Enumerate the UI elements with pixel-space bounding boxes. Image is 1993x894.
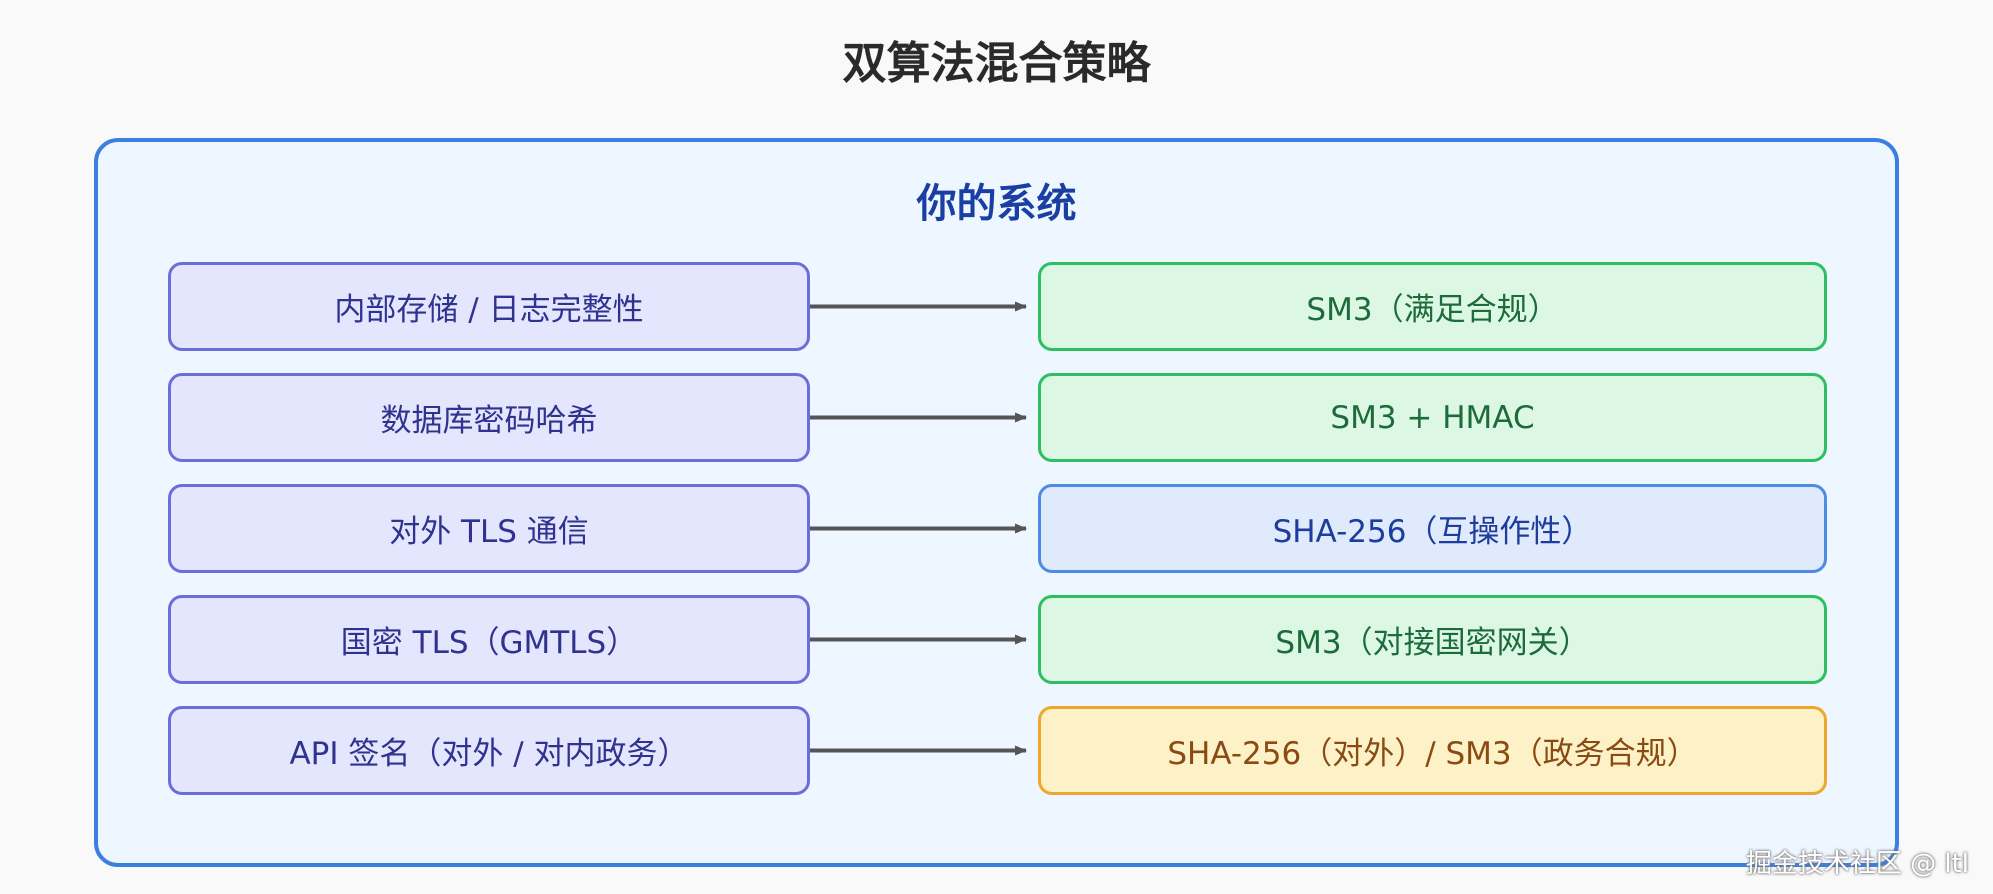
use-case-box: API 签名（对外 / 对内政务） [168,706,810,795]
algorithm-box: SHA-256（对外）/ SM3（政务合规） [1038,706,1827,795]
use-case-box: 数据库密码哈希 [168,373,810,462]
algorithm-box: SHA-256（互操作性） [1038,484,1827,573]
page-title: 双算法混合策略 [842,38,1151,89]
system-title: 你的系统 [916,181,1077,227]
use-case-box: 内部存储 / 日志完整性 [168,262,810,351]
use-case-box: 对外 TLS 通信 [168,484,810,573]
use-case-box: 国密 TLS（GMTLS） [168,595,810,684]
algorithm-box: SM3（满足合规） [1038,262,1827,351]
algorithm-box: SM3 + HMAC [1038,373,1827,462]
watermark: 掘金技术社区 @ ltl [1745,849,1969,879]
algorithm-box: SM3（对接国密网关） [1038,595,1827,684]
